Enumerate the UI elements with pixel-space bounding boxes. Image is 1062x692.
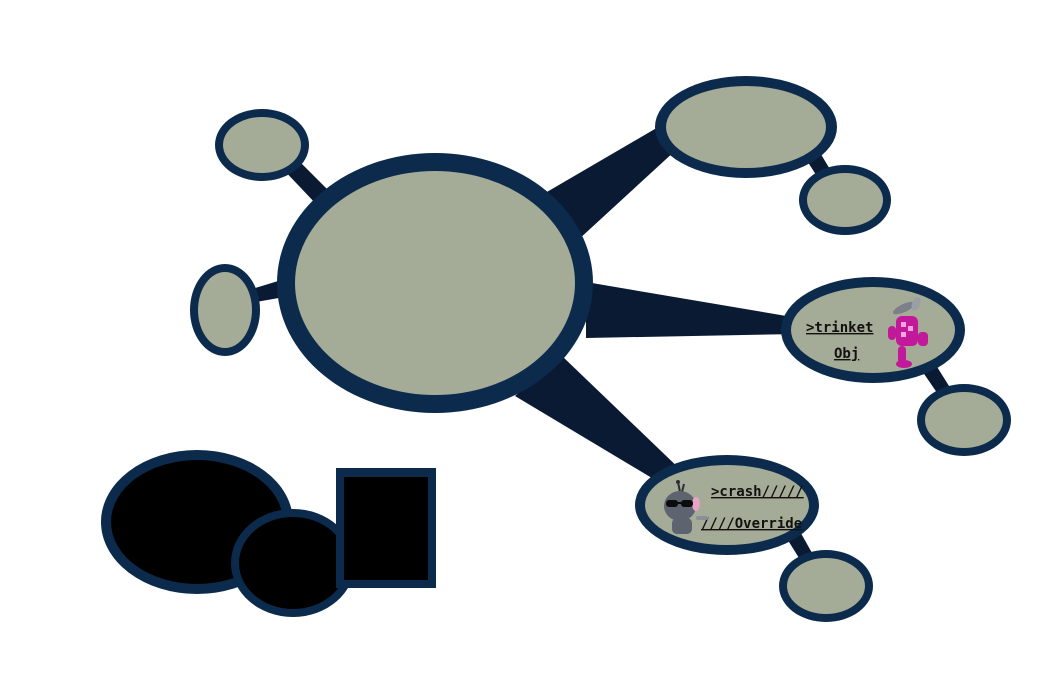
- square-slot[interactable]: [336, 468, 436, 588]
- inventory-slots: [101, 450, 436, 617]
- connector-hub-to-top-right: [540, 126, 676, 240]
- top-right-node[interactable]: [655, 76, 837, 178]
- crash-sub-node[interactable]: [779, 550, 873, 622]
- trinket-label-line1: >trinket: [806, 320, 873, 336]
- central-hub-node[interactable]: [277, 153, 593, 413]
- pink-robot-figure-icon: [888, 297, 928, 368]
- crash-label-line2: ////Override: [701, 516, 802, 532]
- trinket-label-line2: Obj: [834, 346, 859, 362]
- small-oval-slot[interactable]: [231, 509, 355, 617]
- top-right-sub-node[interactable]: [799, 165, 891, 235]
- crash-node[interactable]: [635, 455, 819, 555]
- crash-label-line1: >crash/////: [711, 484, 804, 500]
- connectors: [252, 126, 954, 566]
- trinket-sub-node[interactable]: [917, 384, 1011, 456]
- left-node[interactable]: [190, 264, 260, 356]
- grey-robot-with-sunglasses-icon: [664, 480, 708, 534]
- connector-hub-to-trinket: [586, 282, 798, 338]
- connector-hub-to-crash: [515, 356, 686, 490]
- top-left-node[interactable]: [215, 109, 309, 181]
